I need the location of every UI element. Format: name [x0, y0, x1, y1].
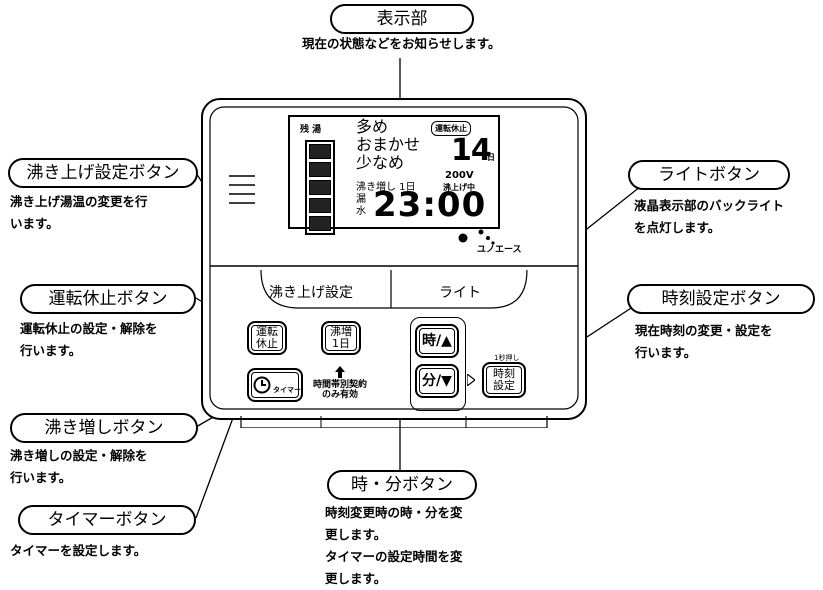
voltage: 200V — [445, 170, 474, 181]
brand-logo: ユノエース — [477, 245, 522, 255]
boil-setting-callout-desc: 沸き上げ湯温の変更を行います。 — [10, 194, 148, 231]
display-callout-label: 表示部 — [330, 4, 474, 34]
clock-setting-button[interactable]: 時刻設定 — [482, 362, 526, 398]
light-callout-desc: 液晶表示部のバックライトを点灯します。 — [634, 198, 785, 235]
mode-auto: おまかせ — [356, 135, 421, 154]
remote-controller: 残 湯 多め おまかせ 少なめ 運転休止 14 日 200V 沸上げ中 沸き増し… — [201, 98, 587, 428]
stop-button[interactable]: 運転休止 — [247, 321, 287, 355]
leak-water-label: 漏水 — [356, 194, 366, 217]
clock-icon — [253, 376, 271, 394]
mode-more: 多め — [356, 117, 389, 136]
clock-display: 23:00 — [373, 185, 487, 225]
light-callout-label: ライトボタン — [628, 160, 790, 190]
minute-down-button[interactable]: 分/▼ — [415, 364, 459, 398]
remaining-label: 残 湯 — [300, 125, 322, 135]
boil-status: 沸上げ中 — [443, 183, 475, 192]
tariff-note: 時間帯別契約のみ有効 — [313, 380, 368, 400]
clock-setting-callout-label: 時刻設定ボタン — [627, 284, 815, 314]
day-unit: 日 — [487, 153, 495, 162]
boil-setting-callout-label: 沸き上げ設定ボタン — [8, 158, 198, 188]
hour-up-button[interactable]: 時/▲ — [415, 324, 459, 358]
hour-minute-frame — [410, 317, 466, 411]
reheat-callout-desc: 沸き増しの設定・解除を行います。 — [10, 448, 148, 485]
timer-button[interactable]: タイマー — [247, 368, 303, 402]
stop-callout-desc: 運転休止の設定・解除を行います。 — [20, 321, 158, 358]
boil-setting-button[interactable]: 沸き上げ設定 — [269, 285, 353, 301]
timer-callout-label: タイマーボタン — [18, 505, 196, 535]
reheat-status: 沸き増し 1日 — [356, 182, 416, 193]
stop-callout-label: 運転休止ボタン — [20, 284, 196, 314]
reheat-callout-label: 沸き増しボタン — [10, 413, 198, 443]
long-press-note: 1秒押し — [494, 354, 520, 362]
clock-setting-callout-desc: 現在時刻の変更・設定を行います。 — [635, 323, 773, 360]
light-button[interactable]: ライト — [439, 285, 481, 301]
controller-body — [201, 98, 587, 428]
arrow-up-icon — [335, 366, 345, 378]
timer-callout-desc: タイマーを設定します。 — [10, 543, 147, 558]
display-callout-desc: 現在の状態などをお知らせします。 — [302, 36, 501, 51]
hour-minute-callout-label: 時・分ボタン — [327, 470, 477, 500]
stop-badge: 運転休止 — [431, 121, 471, 136]
hour-minute-callout-desc: 時刻変更時の時・分を変更します。 タイマーの設定時間を変更します。 — [325, 505, 463, 586]
triangle-right-icon — [467, 374, 475, 386]
mode-less: 少なめ — [356, 153, 405, 172]
water-level-meter — [305, 140, 335, 235]
mode-list: 多め おまかせ 少なめ — [356, 118, 420, 172]
day-number: 14 — [451, 133, 492, 168]
